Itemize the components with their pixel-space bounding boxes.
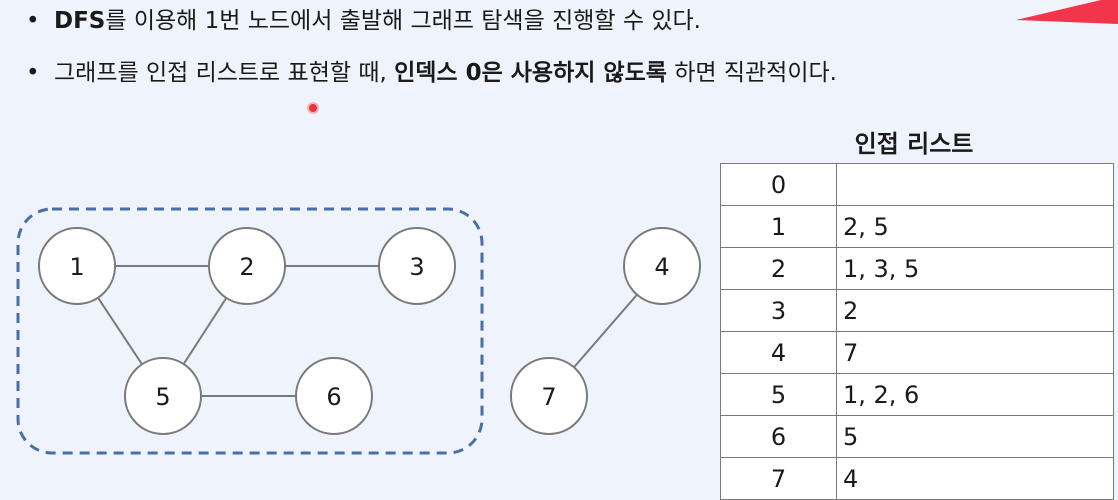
node-circle	[510, 357, 588, 435]
row-neighbors	[836, 163, 1114, 206]
node-3: 3	[378, 227, 456, 305]
connected-component-outline	[16, 207, 484, 455]
node-label: 4	[654, 253, 669, 281]
bullet-dot-icon: •	[26, 60, 40, 86]
node-circle	[38, 227, 116, 305]
row-index: 5	[720, 373, 837, 416]
row-neighbors: 2, 5	[836, 205, 1114, 248]
node-4: 4	[623, 227, 701, 305]
bullet-1-bold: DFS	[54, 8, 106, 34]
row-index: 2	[720, 247, 837, 290]
node-label: 6	[326, 383, 341, 411]
node-7: 7	[510, 357, 588, 435]
pointer-cursor-icon	[309, 104, 317, 112]
row-index: 1	[720, 205, 837, 248]
row-index: 7	[720, 457, 837, 500]
node-circle	[124, 357, 202, 435]
node-6: 6	[295, 357, 373, 435]
node-5: 5	[124, 357, 202, 435]
row-neighbors: 4	[836, 457, 1114, 500]
row-neighbors: 5	[836, 415, 1114, 458]
table-row: 0	[720, 163, 1114, 206]
node-circle	[295, 357, 373, 435]
row-neighbors: 7	[836, 331, 1114, 374]
row-index: 3	[720, 289, 837, 332]
bullet-2-text: 그래프를 인접 리스트로 표현할 때,	[54, 60, 395, 86]
bullet-dot-icon: •	[26, 8, 40, 34]
node-2: 2	[208, 227, 286, 305]
node-label: 1	[69, 253, 84, 281]
node-circle	[378, 227, 456, 305]
row-neighbors: 1, 3, 5	[836, 247, 1114, 290]
node-label: 7	[541, 383, 556, 411]
graph-diagram: 1 2 3 4 5 6 7	[16, 207, 701, 455]
bullet-2: • 그래프를 인접 리스트로 표현할 때, 인덱스 0은 사용하지 않도록 하면 …	[26, 58, 837, 88]
node-circle	[623, 227, 701, 305]
node-circle	[208, 227, 286, 305]
node-1: 1	[38, 227, 116, 305]
node-label: 3	[409, 253, 424, 281]
node-label: 2	[239, 253, 254, 281]
row-neighbors: 2	[836, 289, 1114, 332]
row-index: 0	[720, 163, 837, 206]
graph-nodes: 1 2 3 4 5 6 7	[38, 227, 701, 435]
node-label: 5	[155, 383, 170, 411]
bullet-1-text: 를 이용해 1번 노드에서 출발해 그래프 탐색을 진행할 수 있다.	[105, 8, 701, 34]
bullet-2-suffix: 하면 직관적이다.	[666, 60, 837, 86]
row-index: 6	[720, 415, 837, 458]
row-index: 4	[720, 331, 837, 374]
adjacency-list-title: 인접 리스트	[854, 130, 974, 158]
row-neighbors: 1, 2, 6	[836, 373, 1114, 416]
corner-accent-shape	[1016, 0, 1118, 24]
bullet-2-bold: 인덱스 0은 사용하지 않도록	[394, 60, 667, 86]
bullet-1: • DFS를 이용해 1번 노드에서 출발해 그래프 탐색을 진행할 수 있다.	[26, 6, 701, 36]
